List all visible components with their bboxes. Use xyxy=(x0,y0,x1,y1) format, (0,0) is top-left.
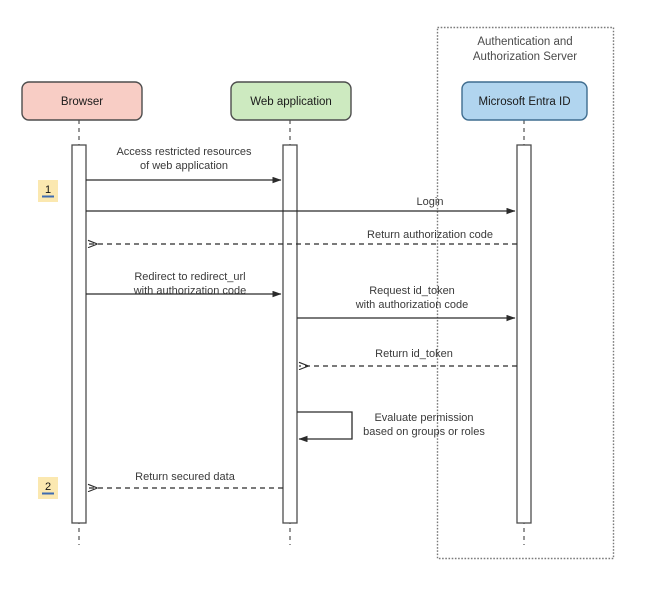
message-return-secured-data: Return secured data xyxy=(88,471,283,488)
participant-box-webapp[interactable] xyxy=(230,81,352,121)
message-label-line1: Access restricted resources xyxy=(116,146,252,158)
step-marker-1[interactable]: 1 xyxy=(38,180,58,202)
activation-bar-webapp xyxy=(282,144,298,524)
message-label-line2: with authorization code xyxy=(355,299,469,311)
message-return-id-token: Return id_token xyxy=(299,348,517,366)
participant-box-entra[interactable] xyxy=(461,81,588,121)
step-marker-1-label: 1 xyxy=(45,184,51,196)
message-label-line1: Return id_token xyxy=(375,348,453,360)
participant-label-webapp: Web application xyxy=(250,96,332,108)
message-label-line1: Return secured data xyxy=(135,471,236,483)
participant-browser[interactable]: Browser xyxy=(21,81,143,121)
step-marker-2[interactable]: 2 xyxy=(38,477,58,499)
activation-bar-browser xyxy=(71,144,87,524)
self-loop-arrow xyxy=(297,411,353,443)
message-request-id-token: Request id_token with authorization code xyxy=(297,285,516,322)
participant-label-browser: Browser xyxy=(61,96,103,108)
message-login: Login xyxy=(86,196,516,215)
message-label-line1: Request id_token xyxy=(369,285,455,297)
participant-entra[interactable]: Microsoft Entra ID xyxy=(461,81,588,121)
message-label-line1: Evaluate permission xyxy=(374,412,473,424)
message-label-line2: of web application xyxy=(140,160,228,172)
participant-label-entra: Microsoft Entra ID xyxy=(478,96,570,108)
participant-webapp[interactable]: Web application xyxy=(230,81,352,121)
message-access-restricted-resources: Access restricted resources of web appli… xyxy=(86,146,282,184)
message-redirect-to-redirect-url: Redirect to redirect_url with authorizat… xyxy=(86,271,282,298)
participant-box-browser[interactable] xyxy=(21,81,143,121)
message-label-line2: with authorization code xyxy=(133,285,247,297)
activation-bar-entra xyxy=(516,144,532,524)
message-evaluate-permission: Evaluate permission based on groups or r… xyxy=(297,411,485,443)
activation-bars xyxy=(71,144,532,524)
message-label-line1: Return authorization code xyxy=(367,229,493,241)
boundary-box-rect xyxy=(436,26,615,560)
message-label-line2: based on groups or roles xyxy=(363,426,485,438)
message-return-authorization-code: Return authorization code xyxy=(88,229,517,244)
boundary-box: Authentication and Authorization Server xyxy=(436,26,615,560)
message-label-line1: Redirect to redirect_url xyxy=(134,271,245,283)
step-marker-2-label: 2 xyxy=(45,481,51,493)
boundary-label-line2: Authorization Server xyxy=(473,51,577,63)
boundary-label-line1: Authentication and xyxy=(477,36,572,48)
message-label-line1: Login xyxy=(417,196,444,208)
